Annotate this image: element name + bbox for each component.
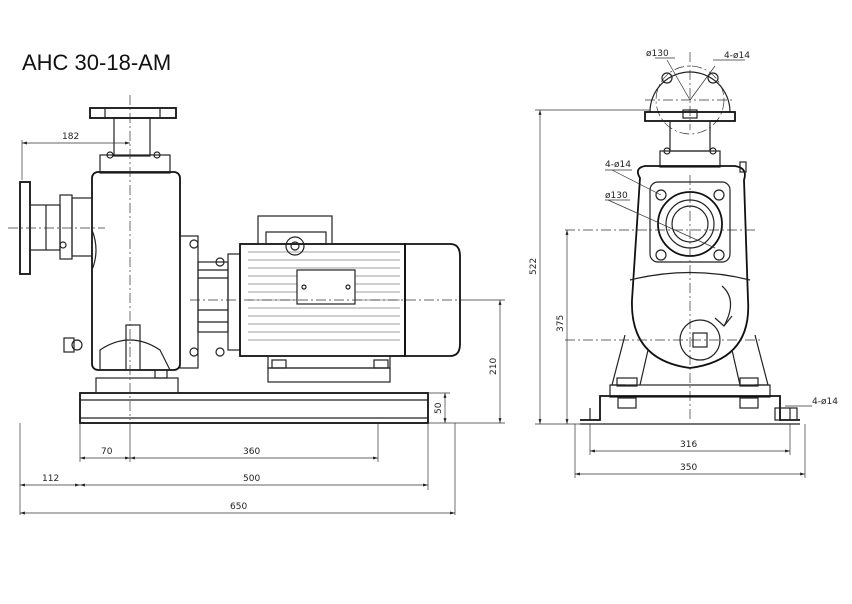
dim-50: 50	[434, 402, 444, 414]
dim-360: 360	[243, 447, 260, 457]
dim-182: 182	[62, 132, 79, 142]
dim-650: 650	[230, 502, 247, 512]
front-view-dimensions: ø130 4-ø14 4-ø14 ø130 522 375 4-ø14 316 …	[529, 49, 838, 478]
discharge-flange-top	[644, 52, 745, 168]
model-title: АНС 30-18-АМ	[22, 50, 172, 75]
dim-holes-top: 4-ø14	[724, 51, 750, 61]
dim-holes-base: 4-ø14	[812, 397, 838, 407]
pump-body	[63, 107, 181, 394]
dim-d130-top: ø130	[646, 49, 669, 59]
pump-casing-front	[565, 161, 760, 420]
dim-70: 70	[101, 447, 113, 457]
side-view-dimensions: 182 70 360 112 500 650 210 50	[19, 132, 505, 515]
dim-d130-mid: ø130	[605, 191, 628, 201]
dim-210: 210	[489, 358, 499, 375]
dim-holes-mid: 4-ø14	[605, 160, 631, 170]
side-view	[8, 95, 470, 424]
dim-350: 350	[680, 463, 697, 473]
front-base-bracket	[580, 334, 800, 425]
front-view	[565, 52, 800, 425]
dim-500: 500	[243, 474, 260, 484]
dim-316: 316	[680, 440, 697, 450]
dim-522: 522	[529, 258, 539, 275]
base-frame	[79, 392, 429, 424]
dim-375: 375	[556, 315, 566, 332]
dim-112: 112	[42, 474, 59, 484]
motor	[239, 215, 461, 383]
coupling	[179, 235, 241, 369]
